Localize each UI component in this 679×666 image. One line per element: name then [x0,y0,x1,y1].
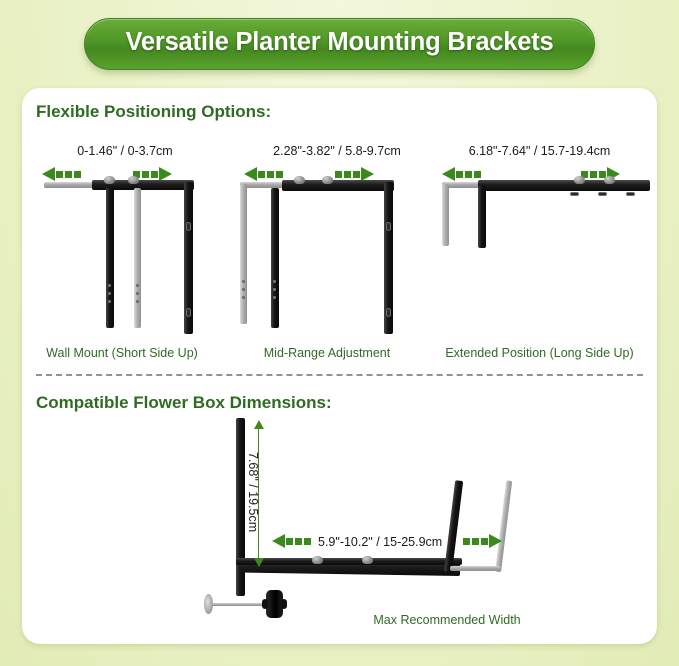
page-title: Versatile Planter Mounting Brackets [125,28,554,56]
flower-box-caption: Max Recommended Width [373,613,521,627]
section-divider [36,374,643,376]
bracket-illustration-wall-mount [22,176,222,345]
arrow-right-icon [361,167,374,181]
arrow-right-icon [159,167,172,181]
flower-box-dimension-illustration: 7.68" / 19.5cm 5.9"-10.2" / 15-25.9cm [22,418,657,633]
bracket-illustration-mid-range [222,176,432,345]
arrow-left-icon [272,534,285,548]
bracket-3-caption: Extended Position (Long Side Up) [445,346,634,360]
flower-box-width-measurement: 5.9"-10.2" / 15-25.9cm [318,535,443,549]
arrow-down-icon [254,558,264,567]
arrow-up-icon [254,420,264,429]
bracket-1-arrow-right-group [132,167,172,181]
bracket-1-caption: Wall Mount (Short Side Up) [46,346,198,360]
arrow-right-tail [462,537,489,545]
arrow-left-tail [285,537,312,545]
width-arrow-right-group [462,534,502,548]
arrow-left-icon [244,167,257,181]
bracket-2-measurement: 2.28"-3.82" / 5.8-9.7cm [273,144,401,158]
title-pill: Versatile Planter Mounting Brackets [84,18,595,70]
arrow-right-tail [132,170,159,178]
bracket-3-arrow-left-group [442,167,482,181]
width-arrow-left-group [272,534,312,548]
compatible-dimensions-heading: Compatible Flower Box Dimensions: [36,393,332,412]
arrow-right-tail [580,170,607,178]
bracket-1-measurement: 0-1.46" / 0-3.7cm [77,144,173,158]
arrow-right-icon [489,534,502,548]
bracket-1-arrow-left-group [42,167,82,181]
arrow-left-tail [455,170,482,178]
arrow-left-icon [42,167,55,181]
bracket-3-measurement: 6.18"-7.64" / 15.7-19.4cm [468,144,611,158]
flexible-positioning-heading: Flexible Positioning Options: [36,102,272,121]
arrow-left-tail [55,170,82,178]
bracket-2-arrow-left-group [244,167,284,181]
bracket-2-caption: Mid-Range Adjustment [263,346,391,360]
bracket-2-arrow-right-group [334,167,374,181]
content-card: Flexible Positioning Options: 0-1.46" / … [22,88,657,644]
arrow-left-tail [257,170,284,178]
flower-box-height-measurement: 7.68" / 19.5cm [246,452,260,533]
arrow-left-icon [442,167,455,181]
arrow-right-tail [334,170,361,178]
page-title-banner: Versatile Planter Mounting Brackets [0,18,679,70]
bracket-illustration-extended [422,176,657,345]
